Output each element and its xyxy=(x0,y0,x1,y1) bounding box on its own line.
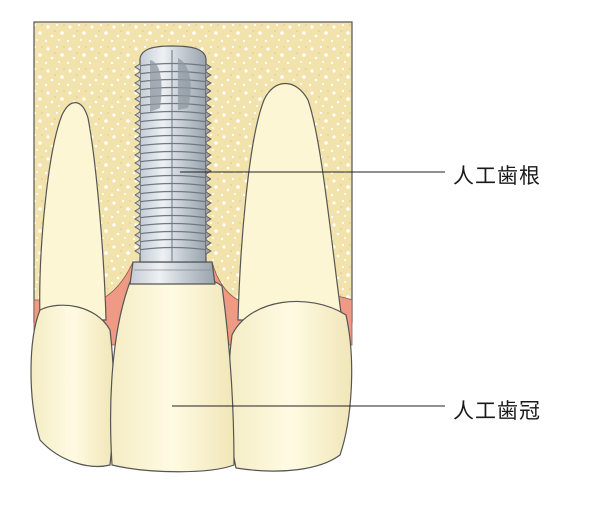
left-tooth-crown xyxy=(30,304,115,468)
right-tooth-crown xyxy=(227,300,353,472)
implant-collar xyxy=(129,261,216,285)
implant-root-label: 人工歯根 xyxy=(453,164,541,188)
implant-body xyxy=(134,45,212,263)
implant-crown xyxy=(109,274,235,473)
left-tooth-root xyxy=(39,102,107,321)
implant-crown-label: 人工歯冠 xyxy=(453,399,541,423)
right-tooth-root xyxy=(237,83,343,321)
